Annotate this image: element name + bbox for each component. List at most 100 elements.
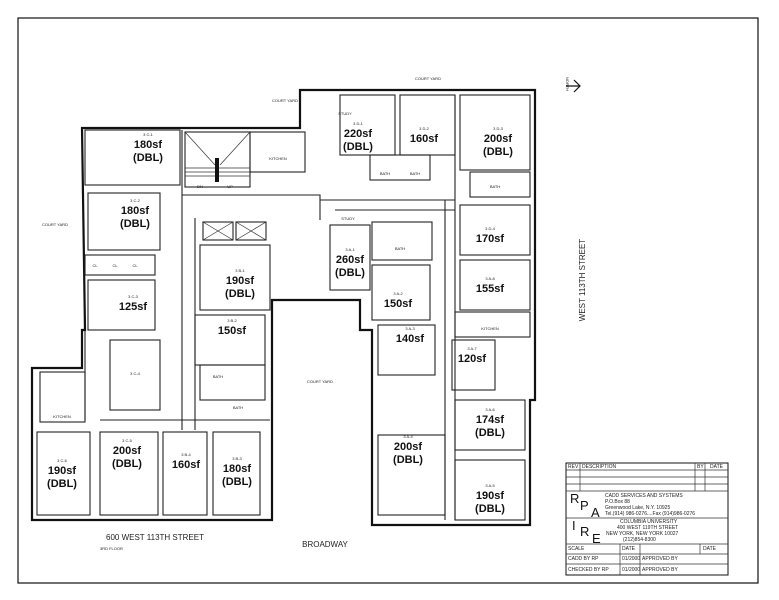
svg-text:CHECKED BY RP: CHECKED BY RP: [568, 567, 609, 573]
room-outline: [194, 314, 266, 366]
svg-text:400 WEST 119TH STREET: 400 WEST 119TH STREET: [617, 525, 678, 531]
room-number: 3 C-3: [128, 294, 139, 299]
room-type: (DBL): [120, 218, 150, 230]
room-area: 190sf: [476, 490, 504, 502]
room-outline: [99, 431, 159, 516]
floor-label: 3RD FLOOR: [100, 546, 123, 551]
closet-label: CL: [132, 263, 138, 268]
room-outline: [339, 94, 396, 156]
room-number: 3 B-3: [232, 456, 242, 461]
room-area: 190sf: [226, 275, 254, 287]
up-label: UP: [227, 184, 233, 189]
svg-text:NORTH: NORTH: [565, 77, 570, 91]
logo-p: P: [580, 498, 589, 513]
room-outline: [84, 129, 181, 186]
sheet-border: [17, 17, 759, 584]
bath: [199, 364, 266, 401]
svg-text:Greenwood Lake, N.Y. 10925: Greenwood Lake, N.Y. 10925: [605, 505, 670, 511]
room-type: (DBL): [335, 267, 365, 279]
room-type: (DBL): [393, 454, 423, 466]
room-area: 160sf: [410, 133, 438, 145]
closet-label: CL: [112, 263, 118, 268]
room-type: (DBL): [343, 141, 373, 153]
logo-a: A: [591, 505, 600, 520]
courtyard-label: COURT YARD: [307, 379, 333, 384]
room-area: 125sf: [119, 301, 147, 313]
room-type: (DBL): [47, 478, 77, 490]
room-outline: [451, 339, 496, 391]
courtyard-label: COURT YARD: [415, 76, 441, 81]
courtyard-label: COURT YARD: [272, 98, 298, 103]
room-area: 150sf: [218, 325, 246, 337]
room-type: (DBL): [133, 152, 163, 164]
bath-label: BATH: [395, 246, 405, 251]
bath: [369, 154, 431, 181]
kitchen-west: [39, 371, 86, 423]
bath-label: BATH: [380, 171, 390, 176]
svg-text:DESCRIPTION: DESCRIPTION: [582, 464, 617, 470]
logo-r: R: [570, 491, 579, 506]
room-area: 200sf: [394, 441, 422, 453]
street-bottom-label: BROADWAY: [302, 540, 348, 549]
room-type: (DBL): [483, 146, 513, 158]
kitchen-label: KITCHEN: [481, 326, 499, 331]
address-label: 600 WEST 113TH STREET: [106, 533, 204, 542]
svg-text:CADD BY RP: CADD BY RP: [568, 556, 599, 562]
room: 3 C-1 180sf(DBL): [84, 129, 181, 186]
room-outline: [199, 244, 271, 311]
room-type: (DBL): [112, 458, 142, 470]
svg-text:REV: REV: [568, 464, 579, 470]
room: 3 C-4: [109, 339, 161, 411]
svg-text:01/2000: 01/2000: [622, 556, 640, 562]
room-area: 260sf: [336, 254, 364, 266]
svg-text:(212)854-8300: (212)854-8300: [623, 537, 656, 543]
room-number: 3 A-8: [485, 276, 495, 281]
room: 3 A-1 260sf(DBL): [329, 224, 371, 291]
title-block: REV DESCRIPTION BY DATE R P A CADD SERVI…: [565, 462, 729, 576]
room-outline: [377, 324, 436, 376]
dn-label: DN: [197, 184, 203, 189]
room-area: 160sf: [172, 459, 200, 471]
logo-i: I: [572, 518, 576, 533]
room-number: 3 A-7: [467, 346, 477, 351]
room-area: 180sf: [134, 139, 162, 151]
room-number: 3 D-3: [493, 126, 504, 131]
room-outline: [36, 431, 91, 516]
room-number: 3 C-1: [143, 132, 154, 137]
room-number: 3 A-2: [393, 291, 403, 296]
room-number: 3 A-1: [345, 247, 355, 252]
room-number: 3 D-1: [353, 121, 364, 126]
svg-text:Tel.(914) 986-0276....Fax (914: Tel.(914) 986-0276....Fax (914)986-0276: [605, 511, 695, 517]
room-outline: [371, 264, 431, 321]
closet-label: CL: [92, 263, 98, 268]
bath-label: BATH: [233, 405, 243, 410]
room-number: 3 D-4: [485, 226, 496, 231]
room-outline: [459, 94, 531, 171]
bath: [469, 171, 531, 198]
svg-text:CADD SERVICES AND SYSTEMS: CADD SERVICES AND SYSTEMS: [605, 493, 683, 499]
svg-text:01/2000: 01/2000: [622, 567, 640, 573]
study-label: STUDY: [341, 216, 355, 221]
room-outline: [459, 204, 531, 256]
bath-label: BATH: [410, 171, 420, 176]
room-area: 180sf: [223, 463, 251, 475]
room-outline: [109, 339, 161, 411]
room-outline: [459, 259, 531, 311]
logo-e: E: [592, 531, 601, 546]
room-outline: [454, 399, 526, 451]
room-area: 200sf: [484, 133, 512, 145]
svg-text:DATE: DATE: [710, 464, 724, 470]
room-area: 220sf: [344, 128, 372, 140]
